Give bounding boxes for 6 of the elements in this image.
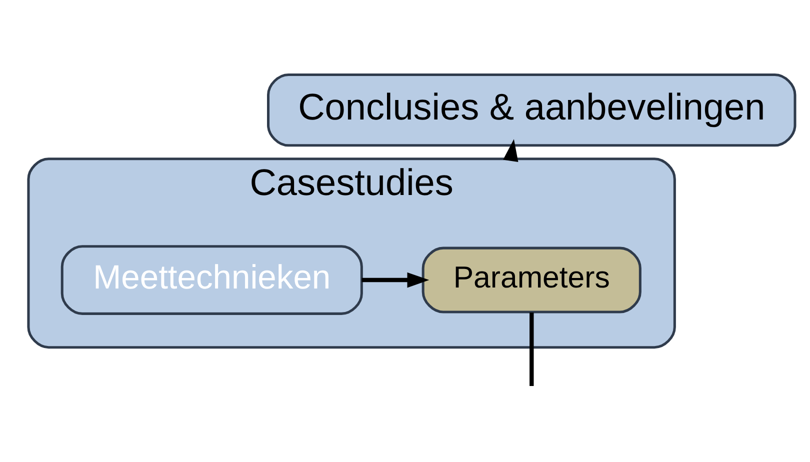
node-box: Meettechnieken: [60, 245, 363, 315]
connector: [530, 312, 534, 386]
node-box: Conclusies & aanbevelingen: [267, 73, 796, 147]
arrow: [362, 272, 430, 288]
node-box: Parameters: [422, 246, 642, 314]
arrow: [503, 139, 518, 162]
